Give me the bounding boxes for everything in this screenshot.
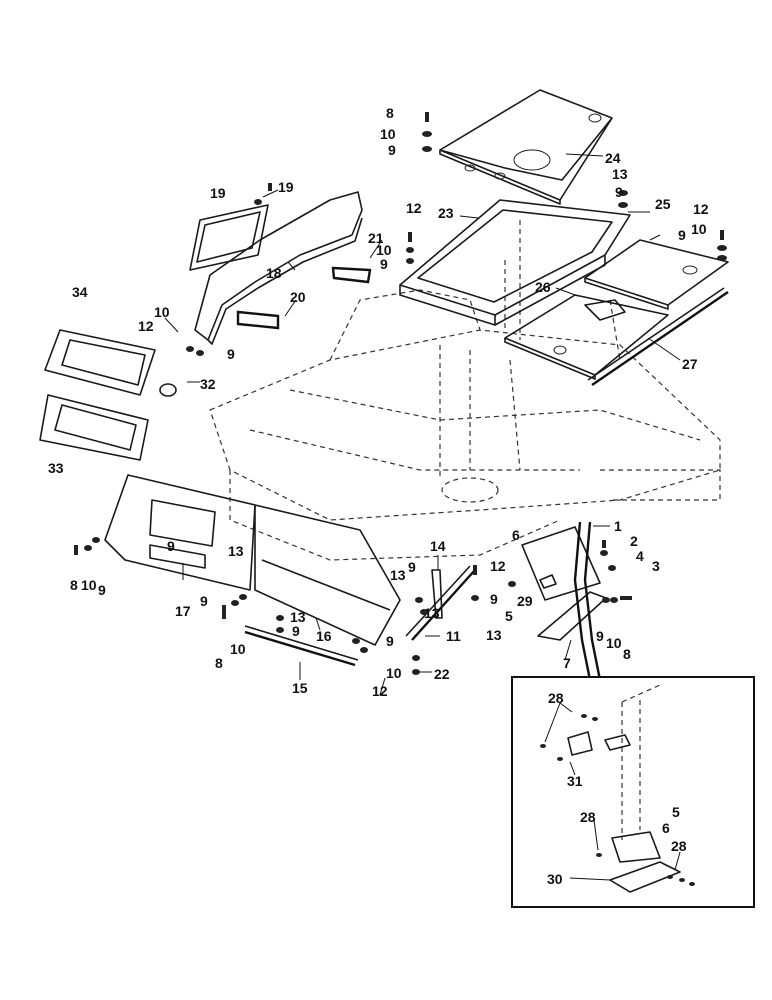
callout-13: 13 (612, 166, 628, 182)
angle-bar (587, 287, 729, 386)
callout-9: 9 (292, 623, 300, 639)
callout-9: 9 (596, 628, 604, 644)
callout-8: 8 (215, 655, 223, 671)
callout-8: 8 (70, 577, 78, 593)
callout-29: 29 (517, 593, 533, 609)
strap-bracket (431, 569, 443, 619)
callout-9: 9 (227, 346, 235, 362)
callout-30: 30 (547, 871, 563, 887)
callout-15: 15 (292, 680, 308, 696)
callout-10: 10 (606, 635, 622, 651)
callout-28: 28 (580, 809, 596, 825)
cover-bolt-set (422, 112, 432, 152)
callout-9: 9 (167, 538, 175, 554)
callout-26: 26 (535, 279, 551, 295)
callout-8: 8 (623, 646, 631, 662)
leader-lines (164, 153, 681, 881)
callout-1: 1 (614, 518, 622, 534)
callout-2: 2 (630, 533, 638, 549)
callout-10: 10 (380, 126, 396, 142)
access-plate (189, 204, 269, 271)
callout-32: 32 (200, 376, 216, 392)
hydraulic-hose (573, 521, 602, 681)
callout-13: 13 (290, 609, 306, 625)
callout-28: 28 (671, 838, 687, 854)
callout-21: 21 (368, 230, 384, 246)
callout-7: 7 (563, 655, 571, 671)
mount-bracket-lower (236, 310, 280, 330)
right-cover-plate (584, 239, 729, 310)
rod-link (405, 565, 476, 641)
shield-plate (521, 526, 601, 601)
lower-side-panel (39, 394, 149, 461)
callout-9: 9 (386, 633, 394, 649)
callout-24: 24 (605, 150, 621, 166)
callout-31: 31 (567, 773, 583, 789)
callout-17: 17 (175, 603, 191, 619)
callout-11: 11 (446, 628, 461, 644)
top-cover-plate (439, 89, 613, 205)
callout-34: 34 (72, 284, 88, 300)
callout-13: 13 (390, 567, 406, 583)
callout-10: 10 (376, 242, 392, 258)
callout-12: 12 (372, 683, 388, 699)
callout-12: 12 (406, 200, 422, 216)
rectangular-frame (399, 199, 631, 326)
callout-9: 9 (615, 184, 623, 200)
callout-28: 28 (548, 690, 564, 706)
callout-9: 9 (380, 256, 388, 272)
callout-9: 9 (200, 593, 208, 609)
callout-13: 13 (486, 627, 502, 643)
chassis-phantom-outline (209, 220, 721, 561)
callout-19: 19 (210, 185, 226, 201)
callout-33: 33 (48, 460, 64, 476)
callout-9: 9 (408, 559, 416, 575)
mount-bracket-upper (331, 266, 372, 284)
callout-9: 9 (98, 582, 106, 598)
callout-12: 12 (490, 558, 506, 574)
center-cover-plate (504, 294, 669, 380)
callout-10: 10 (691, 221, 707, 237)
callout-18: 18 (266, 265, 282, 281)
callout-12: 12 (693, 201, 709, 217)
callout-20: 20 (290, 289, 306, 305)
callout-8: 8 (386, 105, 394, 121)
callout-9: 9 (388, 142, 396, 158)
upper-side-panel (44, 329, 156, 396)
callout-12: 12 (138, 318, 154, 334)
callout-9: 9 (490, 591, 498, 607)
support-bar (244, 625, 359, 667)
callout-10: 10 (81, 577, 97, 593)
callout-6: 6 (512, 527, 520, 543)
callout-5: 5 (505, 608, 513, 624)
callout-5: 5 (672, 804, 680, 820)
callout-23: 23 (438, 205, 454, 221)
detail-inset (511, 676, 755, 908)
callout-16: 16 (316, 628, 332, 644)
right-side-shield (254, 504, 401, 646)
left-side-shield (104, 474, 256, 591)
callout-labels: 8 10 9 24 13 9 25 12 10 9 19 19 23 12 10… (48, 105, 709, 887)
callout-19: 19 (278, 179, 294, 195)
callout-6: 6 (662, 820, 670, 836)
callout-25: 25 (655, 196, 671, 212)
callout-9: 9 (678, 227, 686, 243)
callout-3: 3 (652, 558, 660, 574)
hardware-fasteners (74, 183, 727, 675)
callout-10: 10 (154, 304, 170, 320)
callout-10: 10 (230, 641, 246, 657)
grommet (159, 383, 177, 397)
callout-13: 13 (424, 605, 440, 621)
callout-10: 10 (386, 665, 402, 681)
callout-27: 27 (682, 356, 698, 372)
callout-4: 4 (636, 548, 644, 564)
callout-14: 14 (430, 538, 446, 554)
callout-22: 22 (434, 666, 450, 682)
callout-13: 13 (228, 543, 244, 559)
